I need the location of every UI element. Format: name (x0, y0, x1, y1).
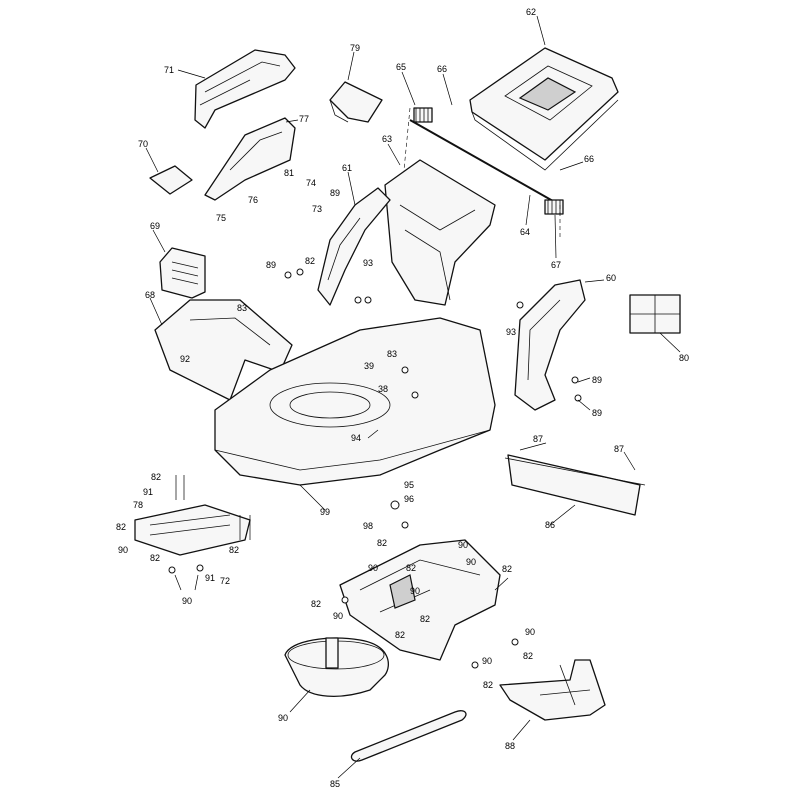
label-62: 62 (526, 7, 536, 17)
label-86: 86 (545, 520, 555, 530)
label-83-left: 83 (237, 303, 247, 313)
label-90-right-motor-a: 82 (523, 651, 533, 661)
label-91-lower: 72 (220, 576, 230, 586)
label-73: 73 (312, 204, 322, 214)
part-number-labels: 62 71 79 65 66 66 77 70 63 61 81 74 89 7… (116, 7, 689, 789)
label-89-right-upper: 89 (592, 375, 602, 385)
part-84-belt (350, 710, 467, 762)
label-63: 63 (382, 134, 392, 144)
part-79-cover (329, 81, 383, 123)
label-90-left-motor: 82 (311, 599, 321, 609)
label-87-left: 87 (533, 434, 543, 444)
label-82-upper: 82 (305, 256, 315, 266)
label-91-upper: 91 (143, 487, 153, 497)
label-67: 67 (551, 260, 561, 270)
label-82-left-c: 82 (229, 545, 239, 555)
label-71: 71 (164, 65, 174, 75)
part-77-panel (204, 117, 296, 201)
label-89-top: 89 (330, 188, 340, 198)
part-80-filter (629, 294, 681, 334)
leader-lines (145, 15, 681, 779)
label-82-left-a: 82 (151, 472, 161, 482)
label-98: 98 (363, 521, 373, 531)
label-39: 39 (364, 361, 374, 371)
part-78-base-plate (134, 504, 251, 556)
label-70: 70 (138, 139, 148, 149)
label-61: 61 (342, 163, 352, 173)
label-82-mid-b: 90 (466, 557, 476, 567)
part-61-left-arm (317, 187, 391, 306)
label-82-center: 90 (410, 586, 420, 596)
label-99: 99 (320, 507, 330, 517)
part-99-deck (214, 317, 496, 486)
label-96: 96 (404, 494, 414, 504)
label-60: 60 (606, 273, 616, 283)
label-82-left-motor: 90 (333, 611, 343, 621)
part-88-bowl (284, 637, 389, 697)
label-90-bottom: 90 (182, 596, 192, 606)
label-93-right: 93 (506, 327, 516, 337)
part-60-right-arm (514, 279, 586, 411)
label-82-bottom-left: 91 (205, 573, 215, 583)
label-75: 75 (216, 213, 226, 223)
label-90-center-motor: 82 (420, 614, 430, 624)
part-71-grip (194, 49, 296, 129)
label-95: 95 (404, 480, 414, 490)
label-82-mid-a: 82 (377, 538, 387, 548)
label-66-upper: 66 (437, 64, 447, 74)
part-86-flap (504, 454, 646, 516)
label-77: 77 (299, 114, 309, 124)
label-90-mid-b: 82 (406, 563, 416, 573)
label-85: 88 (505, 741, 515, 751)
label-88: 90 (278, 713, 288, 723)
label-79: 79 (350, 43, 360, 53)
label-92: 92 (180, 354, 190, 364)
label-38: 38 (378, 384, 388, 394)
label-90-left: 90 (118, 545, 128, 555)
label-68: 68 (145, 290, 155, 300)
label-80: 80 (679, 353, 689, 363)
label-90-mid-a: 90 (368, 563, 378, 573)
label-89-left: 89 (266, 260, 276, 270)
part-65-spring (413, 107, 433, 123)
part-64-rod (409, 119, 561, 206)
part-69-block (159, 247, 206, 299)
label-90-upper: 90 (458, 540, 468, 550)
label-65: 65 (396, 62, 406, 72)
part-85-panel (499, 659, 606, 721)
label-94: 94 (351, 433, 361, 443)
part-72-motor-housing (339, 539, 501, 661)
label-74: 74 (306, 178, 316, 188)
label-78: 78 (133, 500, 143, 510)
label-81: 81 (284, 168, 294, 178)
hardware-fasteners (168, 268, 582, 669)
label-89-right-lower: 89 (592, 408, 602, 418)
part-67-spring (544, 199, 564, 215)
label-72: 82 (502, 564, 512, 574)
label-64: 64 (520, 227, 530, 237)
label-69: 69 (150, 221, 160, 231)
part-63-column (384, 159, 496, 306)
part-70-plate (149, 165, 193, 195)
label-84: 85 (330, 779, 340, 789)
label-82-right-motor-b: 90 (482, 656, 492, 666)
label-82-right-motor-a: 90 (525, 627, 535, 637)
label-76: 76 (248, 195, 258, 205)
label-87-right: 87 (614, 444, 624, 454)
label-82-left-d: 82 (150, 553, 160, 563)
part-62-top-cover (469, 47, 619, 171)
label-83-center: 83 (387, 349, 397, 359)
label-90-right-motor-b: 82 (483, 680, 493, 690)
label-66-lower: 66 (584, 154, 594, 164)
label-82-center-motor: 82 (395, 630, 405, 640)
label-82-left-b: 82 (116, 522, 126, 532)
label-93-left: 93 (363, 258, 373, 268)
